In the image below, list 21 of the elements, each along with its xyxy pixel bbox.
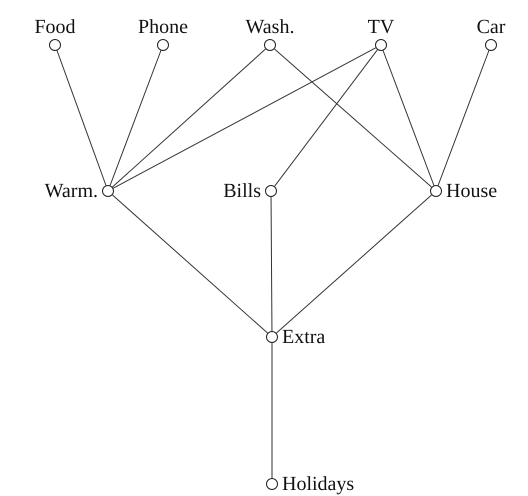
connector-line [274,49,378,187]
node-label: Phone [138,17,188,37]
connector-line [56,50,106,186]
connector-line [112,48,266,188]
connector-line [382,50,434,186]
node-label: Holidays [282,474,354,494]
connector-line [112,194,268,334]
connector-line [438,50,490,186]
node-label: Warm. [44,181,98,201]
node-label: Wash. [246,17,294,37]
node-label: Extra [282,327,326,347]
connector-line [276,194,432,334]
connector-line [112,47,376,189]
node-label: House [446,181,498,201]
node-label: Car [476,17,506,37]
connector-line [270,196,272,332]
node-label: Bills [223,181,261,201]
connector-line [110,50,162,186]
node-label: Food [34,17,76,37]
node-label: TV [368,17,394,37]
connector-line [274,48,432,188]
